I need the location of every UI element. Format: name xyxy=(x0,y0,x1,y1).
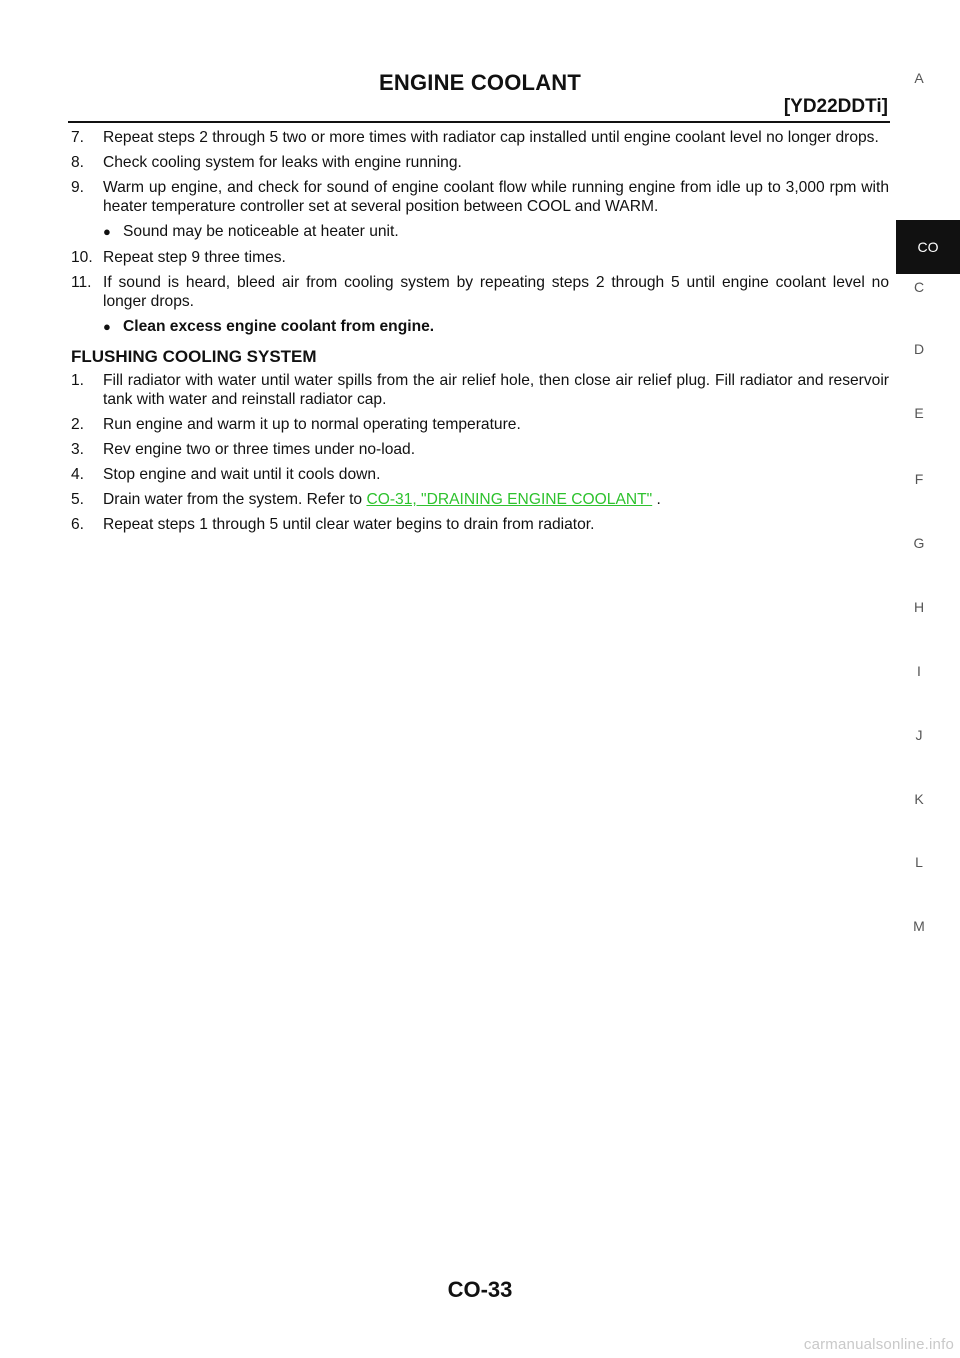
list-item: 1. Fill radiator with water until water … xyxy=(71,371,889,409)
index-item-i[interactable]: I xyxy=(917,663,921,679)
list-item: 9. Warm up engine, and check for sound o… xyxy=(71,178,889,216)
step-number: 11. xyxy=(71,274,92,291)
step-number: 4. xyxy=(71,466,85,483)
step-number: 5. xyxy=(71,491,85,508)
list-item: 4. Stop engine and wait until it cools d… xyxy=(71,465,889,484)
section-heading: FLUSHING COOLING SYSTEM xyxy=(71,347,317,366)
index-item-h[interactable]: H xyxy=(913,599,925,615)
index-item-co[interactable]: CO xyxy=(896,220,960,274)
step-number: 2. xyxy=(71,416,85,433)
step-text: Warm up engine, and check for sound of e… xyxy=(103,179,889,215)
step-text: Fill radiator with water until water spi… xyxy=(103,372,889,408)
list-item: 11. If sound is heard, bleed air from co… xyxy=(71,273,889,311)
page-title: ENGINE COOLANT xyxy=(378,70,582,95)
step-text: Stop engine and wait until it cools down… xyxy=(103,466,381,483)
note-bullet: ● Sound may be noticeable at heater unit… xyxy=(103,222,889,241)
cross-reference-link[interactable]: CO-31, "DRAINING ENGINE COOLANT" xyxy=(366,491,653,508)
step-number: 6. xyxy=(71,516,85,533)
index-item-k[interactable]: K xyxy=(914,791,924,807)
engine-code: [YD22DDTi] xyxy=(783,96,888,117)
list-item: 7. Repeat steps 2 through 5 two or more … xyxy=(71,128,889,147)
step-number: 3. xyxy=(71,441,85,458)
procedure-content: 7. Repeat steps 2 through 5 two or more … xyxy=(71,128,889,540)
index-item-d[interactable]: D xyxy=(913,341,925,357)
list-item: 3. Rev engine two or three times under n… xyxy=(71,440,889,459)
index-item-j[interactable]: J xyxy=(915,727,923,743)
step-text: Drain water from the system. Refer to CO… xyxy=(103,490,889,509)
index-item-l[interactable]: L xyxy=(915,854,923,870)
step-text: If sound is heard, bleed air from coolin… xyxy=(103,274,889,310)
step-text: Repeat steps 2 through 5 two or more tim… xyxy=(103,129,879,146)
step-number: 9. xyxy=(71,179,85,196)
list-item: 2. Run engine and warm it up to normal o… xyxy=(71,415,889,434)
bullet-icon: ● xyxy=(103,319,111,334)
step-text: Repeat steps 1 through 5 until clear wat… xyxy=(103,516,595,533)
step-number: 8. xyxy=(71,154,85,171)
list-item: 10. Repeat step 9 three times. xyxy=(71,248,889,267)
step-number: 1. xyxy=(71,372,85,389)
index-item-a[interactable]: A xyxy=(914,70,924,86)
step-text: Check cooling system for leaks with engi… xyxy=(103,154,462,171)
note-bullet: ● Clean excess engine coolant from engin… xyxy=(103,317,889,336)
index-item-f[interactable]: F xyxy=(914,471,924,487)
step-text-lead: Drain water from the system. Refer to xyxy=(103,491,367,508)
index-item-c[interactable]: C xyxy=(913,279,925,295)
index-item-e[interactable]: E xyxy=(914,405,924,421)
header-divider xyxy=(68,121,890,123)
step-text: Repeat step 9 three times. xyxy=(103,249,286,266)
note-text: Clean excess engine coolant from engine. xyxy=(123,318,435,335)
step-text: Rev engine two or three times under no-l… xyxy=(103,441,416,458)
watermark: carmanualsonline.info xyxy=(803,1336,954,1353)
step-text-tail: . xyxy=(652,491,661,508)
page-number: CO-33 xyxy=(447,1277,513,1302)
list-item: 8. Check cooling system for leaks with e… xyxy=(71,153,889,172)
step-number: 7. xyxy=(71,129,85,146)
step-text: Run engine and warm it up to normal oper… xyxy=(103,416,521,433)
index-item-g[interactable]: G xyxy=(913,535,925,551)
step-number: 10. xyxy=(71,249,93,266)
section-index: A CO C D E F G H I J K L M xyxy=(896,0,960,1358)
note-text: Sound may be noticeable at heater unit. xyxy=(123,223,399,240)
bullet-icon: ● xyxy=(103,224,111,239)
list-item: 6. Repeat steps 1 through 5 until clear … xyxy=(71,515,889,534)
index-item-m[interactable]: M xyxy=(913,918,925,934)
list-item: 5. Drain water from the system. Refer to… xyxy=(71,490,889,509)
